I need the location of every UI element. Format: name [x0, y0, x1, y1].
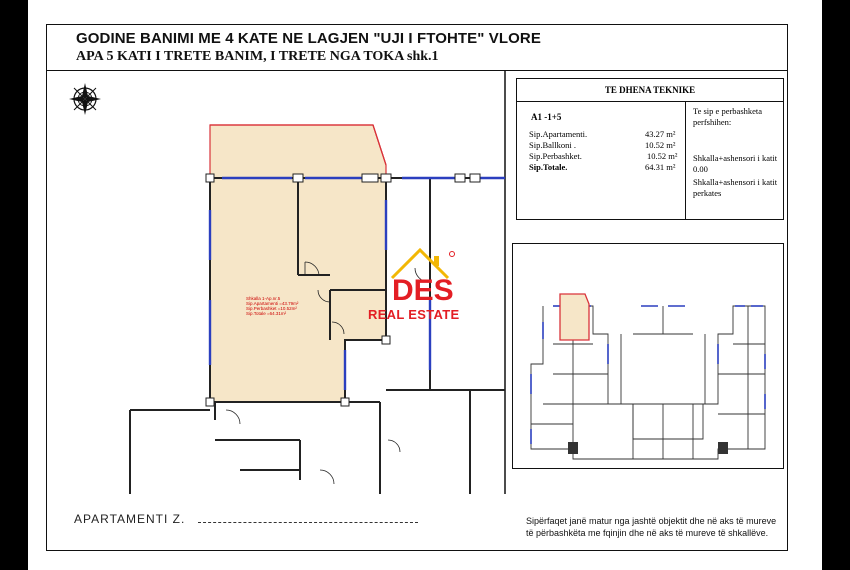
tech-data-table: TE DHENA TEKNIKE A1 -1+5 Sip.Apartamenti… [516, 78, 784, 220]
apartment-name-line [198, 522, 418, 523]
des-logo-icon: DES [390, 247, 455, 307]
drawing-frame [46, 24, 788, 551]
tech-row-value: 10.52 m² [645, 140, 676, 150]
tech-table-divider [685, 101, 686, 219]
tech-table-title: TE DHENA TEKNIKE [517, 79, 783, 102]
page-title: GODINE BANIMI ME 4 KATE NE LAGJEN "UJI I… [76, 30, 541, 47]
key-plan [512, 243, 784, 469]
tech-row-label: Sip.Perbashket. [529, 151, 582, 161]
room-label-line: Sip.Apartamenti =43.79m² [246, 301, 299, 306]
tech-row-label: Sip.Ballkoni . [529, 140, 576, 150]
tech-row-label: Sip.Totale. [529, 162, 568, 172]
tech-row-value: 43.27 m² [645, 129, 676, 139]
room-label-line: Shkalla 1-Ap.nr.5 [246, 296, 281, 301]
tech-note-item: Shkalla+ashensori i katit 0.00 [693, 153, 778, 174]
footer-note: Sipërfaqet janë matur nga jashtë objekti… [526, 516, 777, 538]
watermark-text: REAL ESTATE [368, 307, 460, 322]
apartment-label: APARTAMENTI Z. [74, 512, 186, 526]
room-label-line: Sip.Totale =64.31m² [246, 311, 287, 316]
tech-note-header: Te sip e perbashketa perfshihen: [693, 106, 763, 127]
tech-note-item: Shkalla+ashensori i katit perkates [693, 177, 778, 198]
apartment-code: A1 -1+5 [531, 112, 562, 122]
tech-row-label: Sip.Apartamenti. [529, 129, 588, 139]
room-label: Shkalla 1-Ap.nr.5 Sip.Apartamenti =43.79… [246, 296, 298, 316]
room-label-line: Sip.Perbashket =10.52m² [246, 306, 297, 311]
tech-row-value: 10.52 m² [647, 151, 678, 161]
tech-row-value: 64.31 m² [645, 162, 676, 172]
key-plan-highlight [559, 293, 590, 341]
title-divider [46, 70, 788, 71]
key-plan-drawing [530, 293, 766, 460]
drawing-sheet [28, 0, 822, 570]
north-compass-icon [69, 83, 101, 115]
page-subtitle: APA 5 KATI I TRETE BANIM, I TRETE NGA TO… [76, 49, 439, 64]
logo-text: DES [392, 274, 454, 307]
